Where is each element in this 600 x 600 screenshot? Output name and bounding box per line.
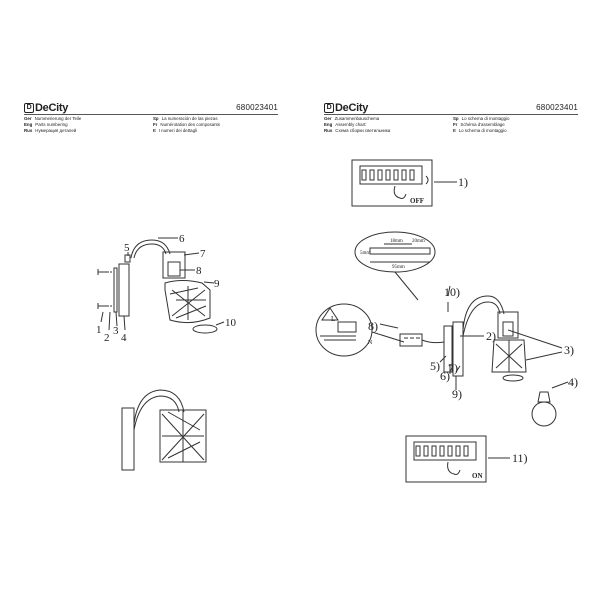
step-label-7: 7)	[448, 361, 458, 375]
wire-dim-20mm: 20mm	[412, 239, 425, 244]
header-divider	[324, 114, 578, 115]
step-label-4: 4)	[568, 375, 578, 389]
logo-text: DeCity	[335, 102, 369, 114]
part-label-3: 3	[113, 325, 119, 337]
dowel-icon	[104, 271, 112, 307]
part-label-5: 5	[124, 242, 130, 254]
socket-icon	[167, 261, 181, 277]
step-label-8: 8)	[368, 319, 378, 333]
part-label-8: 8	[196, 265, 202, 277]
step-label-3: 3)	[564, 343, 574, 357]
lattice-shade-icon	[164, 280, 211, 324]
step-label-11: 11)	[512, 451, 528, 465]
terminal-letter-l: L	[331, 315, 335, 323]
logo-mark-icon: D	[324, 103, 334, 113]
breaker-panel-on-icon	[405, 435, 487, 483]
wire-dim-5mm: 5mm	[360, 251, 370, 256]
nut-icon	[124, 254, 131, 263]
step-label-9: 9)	[452, 387, 462, 401]
article-number: 680023401	[536, 103, 578, 112]
part-label-1: 1	[96, 324, 102, 336]
screw-icon	[97, 269, 108, 309]
switch-off-label: OFF	[410, 197, 424, 205]
assembled-lamp-icon	[121, 389, 207, 471]
switch-on-label: ON	[472, 472, 483, 480]
header-divider	[24, 114, 278, 115]
terminal-letter-n: N	[368, 340, 373, 346]
part-label-9: 9	[214, 278, 220, 290]
brand-logo: D DeCity	[24, 102, 68, 114]
mounting-bracket-icon	[113, 267, 118, 313]
retaining-ring-icon	[192, 324, 218, 334]
logo-mark-icon: D	[24, 103, 34, 113]
step-label-1: 1)	[458, 175, 468, 189]
step-label-10: 10)	[444, 285, 460, 299]
lamp-assembly-icon	[399, 295, 527, 382]
breaker-panel-off-icon	[351, 159, 433, 207]
step-label-2: 2)	[486, 329, 496, 343]
step-label-6: 6)	[440, 369, 450, 383]
brand-logo: D DeCity	[324, 102, 368, 114]
part-label-7: 7	[200, 248, 206, 260]
part-label-6: 6	[179, 233, 185, 245]
part-label-4: 4	[121, 332, 127, 344]
wire-strip-callout-icon	[354, 231, 436, 301]
part-label-2: 2	[104, 332, 110, 344]
part-label-10: 10	[225, 317, 237, 329]
step-label-5: 5)	[430, 359, 440, 373]
exploded-parts-drawing: 1 2 3 4 5 6 7 8 9 10	[96, 233, 237, 471]
light-bulb-icon	[531, 391, 557, 427]
article-number: 680023401	[236, 103, 278, 112]
lamp-holder-icon	[162, 251, 186, 279]
assembly-steps-drawing: OFF 1) 18mm 20mm 5mm 95mm L N	[315, 159, 578, 483]
terminal-block-callout-icon	[315, 303, 405, 357]
wire-dim-95mm: 95mm	[392, 265, 405, 270]
wall-base-icon	[118, 263, 130, 317]
wire-dim-18mm: 18mm	[390, 239, 403, 244]
lamp-arm-icon	[130, 239, 171, 259]
logo-text: DeCity	[35, 102, 69, 114]
